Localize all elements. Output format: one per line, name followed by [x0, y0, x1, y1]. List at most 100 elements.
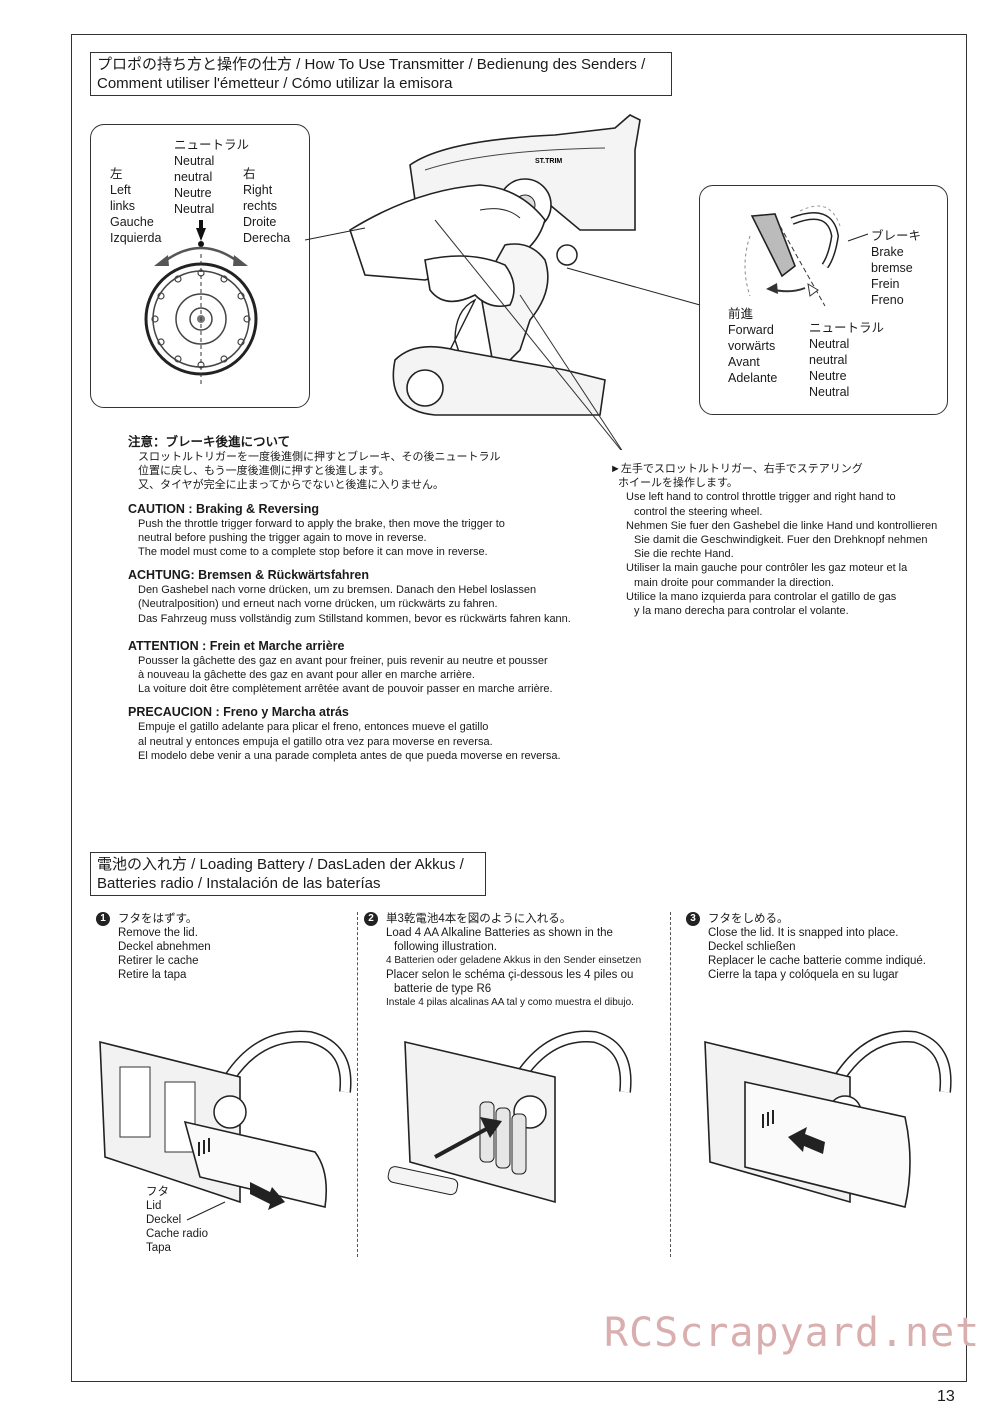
note-line: Nehmen Sie fuer den Gashebel die linke H…	[626, 519, 938, 532]
step-3: 3 フタをしめる。 Close the lid. It is snapped i…	[686, 912, 958, 982]
note-line: à nouveau la gâchette des gaz en avant p…	[138, 669, 475, 682]
left-label-group: 左 Left links Gauche Izquierda	[110, 166, 161, 246]
label-line: Droite	[243, 215, 277, 229]
label-line: links	[110, 199, 136, 213]
step-divider	[670, 912, 671, 1257]
label-line: Frein	[871, 277, 900, 291]
label-line: Forward	[728, 323, 774, 337]
label-line: Neutre	[174, 186, 212, 200]
neutral-label-group: ニュートラル Neutral neutral Neutre Neutral	[174, 137, 249, 217]
section-header-battery: 電池の入れ方 / Loading Battery / DasLaden der …	[90, 852, 486, 896]
label-line: Izquierda	[110, 231, 162, 245]
note-line: Pousser la gâchette des gaz en avant pou…	[138, 654, 548, 667]
rotate-left-arrow-icon	[154, 255, 169, 266]
trigger-icon	[556, 244, 578, 266]
label-line: 右	[243, 167, 256, 181]
note-title: ATTENTION : Frein et Marche arrière	[128, 638, 345, 653]
label-line: Tapa	[146, 1242, 171, 1254]
note-line: Push the throttle trigger forward to app…	[138, 517, 505, 530]
header-line-2: Batteries radio / Instalación de las bat…	[97, 875, 381, 892]
label-line: Neutral	[809, 385, 850, 399]
header-line-2: Comment utiliser l'émetteur / Cómo utili…	[97, 75, 453, 92]
label-line: Derecha	[243, 231, 291, 245]
label-line: ニュートラル	[809, 321, 885, 335]
forward-arrow-icon	[766, 283, 778, 294]
note-line: Empuje el gatillo adelante para plicar e…	[138, 721, 489, 734]
note-line: Utilice la mano izquierda para controlar…	[626, 590, 897, 603]
slide-in-arrow-icon	[788, 1127, 825, 1154]
note-line: main droite pour commander la direction.	[634, 576, 834, 589]
step-line: batterie de type R6	[394, 983, 492, 995]
label-line: Cache radio	[146, 1228, 209, 1240]
label-line: vorwärts	[728, 339, 776, 353]
step-number: 2	[364, 912, 378, 926]
step-line: Retirer le cache	[118, 955, 199, 967]
label-line: neutral	[174, 170, 213, 184]
note-line: control the steering wheel.	[634, 505, 763, 518]
slide-out-arrow-icon	[250, 1182, 285, 1210]
step-number: 3	[686, 912, 700, 926]
step-line: Close the lid. It is snapped into place.	[708, 927, 899, 939]
label-line: Gauche	[110, 215, 154, 229]
lid-icon	[183, 1120, 328, 1208]
label-line: Neutre	[809, 369, 847, 383]
lid-icon	[744, 1081, 911, 1208]
step-line: Load 4 AA Alkaline Batteries as shown in…	[386, 927, 613, 939]
label-line: rechts	[243, 199, 278, 213]
brake-label-group: ブレーキ Brake bremse Frein Freno	[871, 228, 921, 308]
note-line: al neutral y entonces empuja el gatillo …	[138, 735, 493, 748]
trigger-illustration	[744, 205, 869, 307]
label-line: ブレーキ	[871, 229, 922, 243]
step-line: 4 Batterien oder geladene Akkus in den S…	[386, 955, 642, 966]
label-line: ニュートラル	[174, 138, 250, 152]
transmitter-hands-illustration: ST.TRIM	[305, 114, 701, 450]
page-frame	[71, 34, 967, 1382]
note-line: 位置に戻し、もう一度後進側に押すと後進します。	[138, 465, 390, 478]
note-fr: ATTENTION : Frein et Marche arrière Pous…	[128, 638, 608, 697]
remove-lid-illustration	[99, 1030, 352, 1221]
rotate-right-arrow-icon	[233, 255, 248, 266]
note-line: Sie die rechte Hand.	[634, 548, 734, 561]
note-line: ►左手でスロットルトリガー、右手でステアリング	[610, 463, 863, 475]
label-line: Freno	[871, 293, 904, 307]
right-label-group: 右 Right rechts Droite Derecha	[243, 166, 290, 246]
aa-battery-icon	[387, 1166, 459, 1196]
step-line: Instale 4 pilas alcalinas AA tal y como …	[386, 997, 634, 1008]
hand-usage-note: ►左手でスロットルトリガー、右手でステアリング ホイールを操作します。 Use …	[610, 462, 950, 618]
label-line: Neutral	[174, 202, 215, 216]
trigger-neutral-label-group: ニュートラル Neutral neutral Neutre Neutral	[809, 320, 884, 400]
transmitter-brand: ST.TRIM	[535, 158, 562, 165]
label-line: Neutral	[809, 337, 850, 351]
label-line: Left	[110, 183, 131, 197]
note-line: La voiture doit être complètement arrêté…	[138, 683, 553, 696]
note-line: neutral before pushing the trigger again…	[138, 531, 427, 544]
insert-batteries-illustration	[387, 1030, 632, 1204]
note-line: The model must come to a complete stop b…	[138, 546, 488, 559]
note-title: CAUTION : Braking & Reversing	[128, 501, 320, 516]
header-line-1: プロポの持ち方と操作の仕方 / How To Use Transmitter /…	[97, 56, 646, 73]
note-line: (Neutralposition) und erneut nach vorne …	[138, 598, 498, 611]
step-line: フタをしめる。	[708, 913, 789, 925]
label-line: Adelante	[728, 371, 778, 385]
braking-notes: 注意：ブレーキ後進について スロットルトリガーを一度後進側に押すとブレーキ、その…	[128, 434, 608, 771]
label-line: Deckel	[146, 1214, 182, 1226]
note-title: ACHTUNG: Bremsen & Rückwärtsfahren	[128, 568, 370, 583]
note-line: Use left hand to control throttle trigge…	[626, 491, 896, 504]
step-line: Cierre la tapa y colóquela en su lugar	[708, 969, 899, 981]
step-divider	[357, 912, 358, 1257]
watermark: RCScrapyard.net	[604, 1310, 981, 1356]
step-2: 2 単3乾電池4本を図のように入れる。 Load 4 AA Alkaline B…	[364, 912, 666, 1010]
step-line: 単3乾電池4本を図のように入れる。	[386, 913, 572, 925]
insert-arrow-icon	[480, 1117, 502, 1138]
neutral-pointer-icon	[807, 283, 819, 297]
down-arrow-icon	[196, 228, 206, 241]
step-line: Placer selon le schéma çi-dessous les 4 …	[386, 969, 634, 981]
label-line: Right	[243, 183, 273, 197]
label-line: 左	[110, 167, 123, 181]
steering-wheel-illustration	[144, 220, 258, 386]
step-1: 1 フタをはずす。 Remove the lid. Deckel abnehme…	[96, 912, 348, 982]
label-line: Avant	[728, 355, 760, 369]
note-line: スロットルトリガーを一度後進側に押すとブレーキ、その後ニュートラル	[138, 451, 501, 463]
step-line: Deckel schließen	[708, 941, 796, 953]
step-line: following illustration.	[394, 941, 497, 953]
